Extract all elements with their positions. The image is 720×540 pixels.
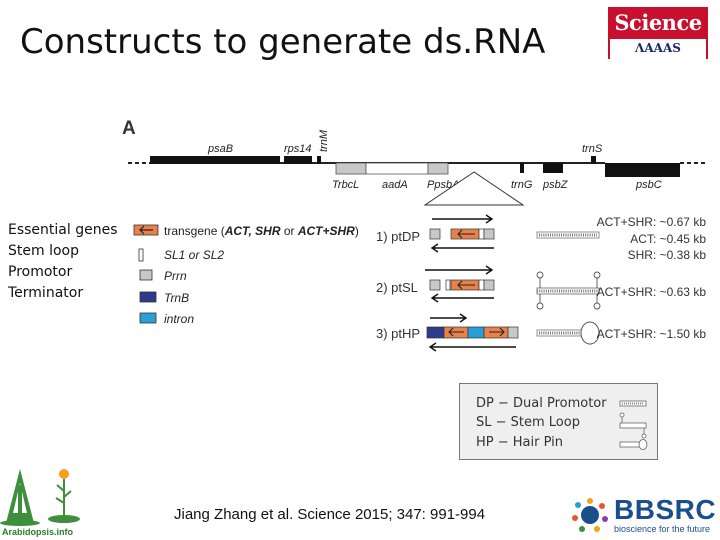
bbsrc-logo: BBSRC bioscience for the future bbox=[570, 494, 716, 534]
label-psbC: psbC bbox=[635, 179, 662, 191]
label-trnS: trnS bbox=[582, 143, 603, 155]
gene-psbZ bbox=[543, 163, 563, 173]
key-transgene-arrow bbox=[139, 225, 153, 235]
key-prrn-swatch bbox=[139, 269, 153, 281]
label-trnG: trnG bbox=[511, 179, 533, 191]
size-ptSL-actshr: ACT+SHR: ~0.63 kb bbox=[597, 285, 707, 299]
abbreviation-legend: DP − Dual Promotor SL − Stem Loop HP − H… bbox=[459, 383, 658, 460]
aaas-logo-text: ΛAAAS bbox=[635, 41, 681, 55]
gene-trnM bbox=[317, 156, 321, 164]
side-label-terminator: Terminator bbox=[8, 285, 84, 301]
gene-PpsbA bbox=[427, 162, 449, 175]
size-ptHP-actshr: ACT+SHR: ~1.50 kb bbox=[597, 327, 707, 341]
arabidopsis-plant-icon bbox=[0, 469, 80, 526]
citation: Jiang Zhang et al. Science 2015; 347: 99… bbox=[174, 506, 486, 523]
key-intron-label: intron bbox=[164, 312, 194, 326]
construct-ptDP bbox=[429, 214, 495, 253]
label-trnM: trnM bbox=[318, 129, 330, 152]
legend-line-sl: SL − Stem Loop bbox=[476, 415, 580, 430]
dsrna-ptDP bbox=[536, 231, 600, 239]
legend-icons bbox=[619, 400, 648, 450]
key-trnb-label: TrnB bbox=[164, 291, 189, 305]
key-sl-label: SL1 or SL2 bbox=[164, 248, 224, 262]
dsrna-ptHP bbox=[536, 321, 600, 345]
gene-psaB bbox=[150, 156, 280, 164]
size-ptDP-shr: SHR: ~0.38 kb bbox=[628, 248, 707, 262]
side-label-promotor: Promotor bbox=[8, 264, 73, 280]
gene-rps14 bbox=[284, 156, 312, 164]
label-rps14: rps14 bbox=[284, 143, 312, 155]
key-sl-swatch bbox=[138, 248, 144, 262]
label-TrbcL: TrbcL bbox=[332, 179, 359, 191]
gene-trnS bbox=[591, 156, 596, 164]
label-psbZ: psbZ bbox=[542, 179, 569, 191]
bbsrc-logo-text: BBSRC bbox=[614, 494, 717, 525]
slide-title: Constructs to generate ds.RNA bbox=[20, 22, 546, 62]
construct-label-ptDP: 1) ptDP bbox=[376, 229, 420, 244]
panel-letter: A bbox=[122, 118, 136, 139]
key-prrn-label: Prrn bbox=[164, 269, 187, 283]
side-label-stem-loop: Stem loop bbox=[8, 243, 79, 259]
gene-psbC bbox=[605, 163, 680, 177]
bbsrc-tagline: bioscience for the future bbox=[614, 524, 711, 534]
science-logo-text: Science bbox=[610, 7, 706, 39]
construct-label-ptSL: 2) ptSL bbox=[376, 280, 418, 295]
legend-line-hp: HP − Hair Pin bbox=[476, 435, 564, 450]
key-trnb-swatch bbox=[139, 291, 157, 303]
size-ptDP-actshr: ACT+SHR: ~0.67 kb bbox=[597, 215, 707, 229]
construct-ptSL bbox=[425, 265, 495, 303]
legend-line-dp: DP − Dual Promotor bbox=[476, 396, 607, 411]
construct-ptHP bbox=[426, 313, 519, 352]
side-label-essential-genes: Essential genes bbox=[8, 222, 118, 238]
gene-TrbcL bbox=[335, 162, 367, 175]
label-aadA: aadA bbox=[382, 179, 408, 191]
size-ptDP-act: ACT: ~0.45 kb bbox=[630, 232, 706, 246]
dsrna-ptSL bbox=[536, 271, 601, 310]
arabidopsis-logo: Arabidopsis.info bbox=[0, 465, 82, 539]
bbsrc-emblem-icon bbox=[572, 498, 608, 532]
key-intron-swatch bbox=[139, 312, 157, 324]
label-psaB: psaB bbox=[207, 143, 233, 155]
science-logo: Science ΛAAAS bbox=[608, 7, 708, 59]
arabidopsis-logo-text: Arabidopsis.info bbox=[2, 527, 74, 537]
insertion-triangle bbox=[423, 171, 525, 206]
key-transgene-label: transgene (ACT, SHR or ACT+SHR) bbox=[164, 224, 359, 238]
construct-label-ptHP: 3) ptHP bbox=[376, 326, 420, 341]
gene-aadA bbox=[365, 162, 429, 175]
gene-trnG bbox=[520, 163, 524, 173]
